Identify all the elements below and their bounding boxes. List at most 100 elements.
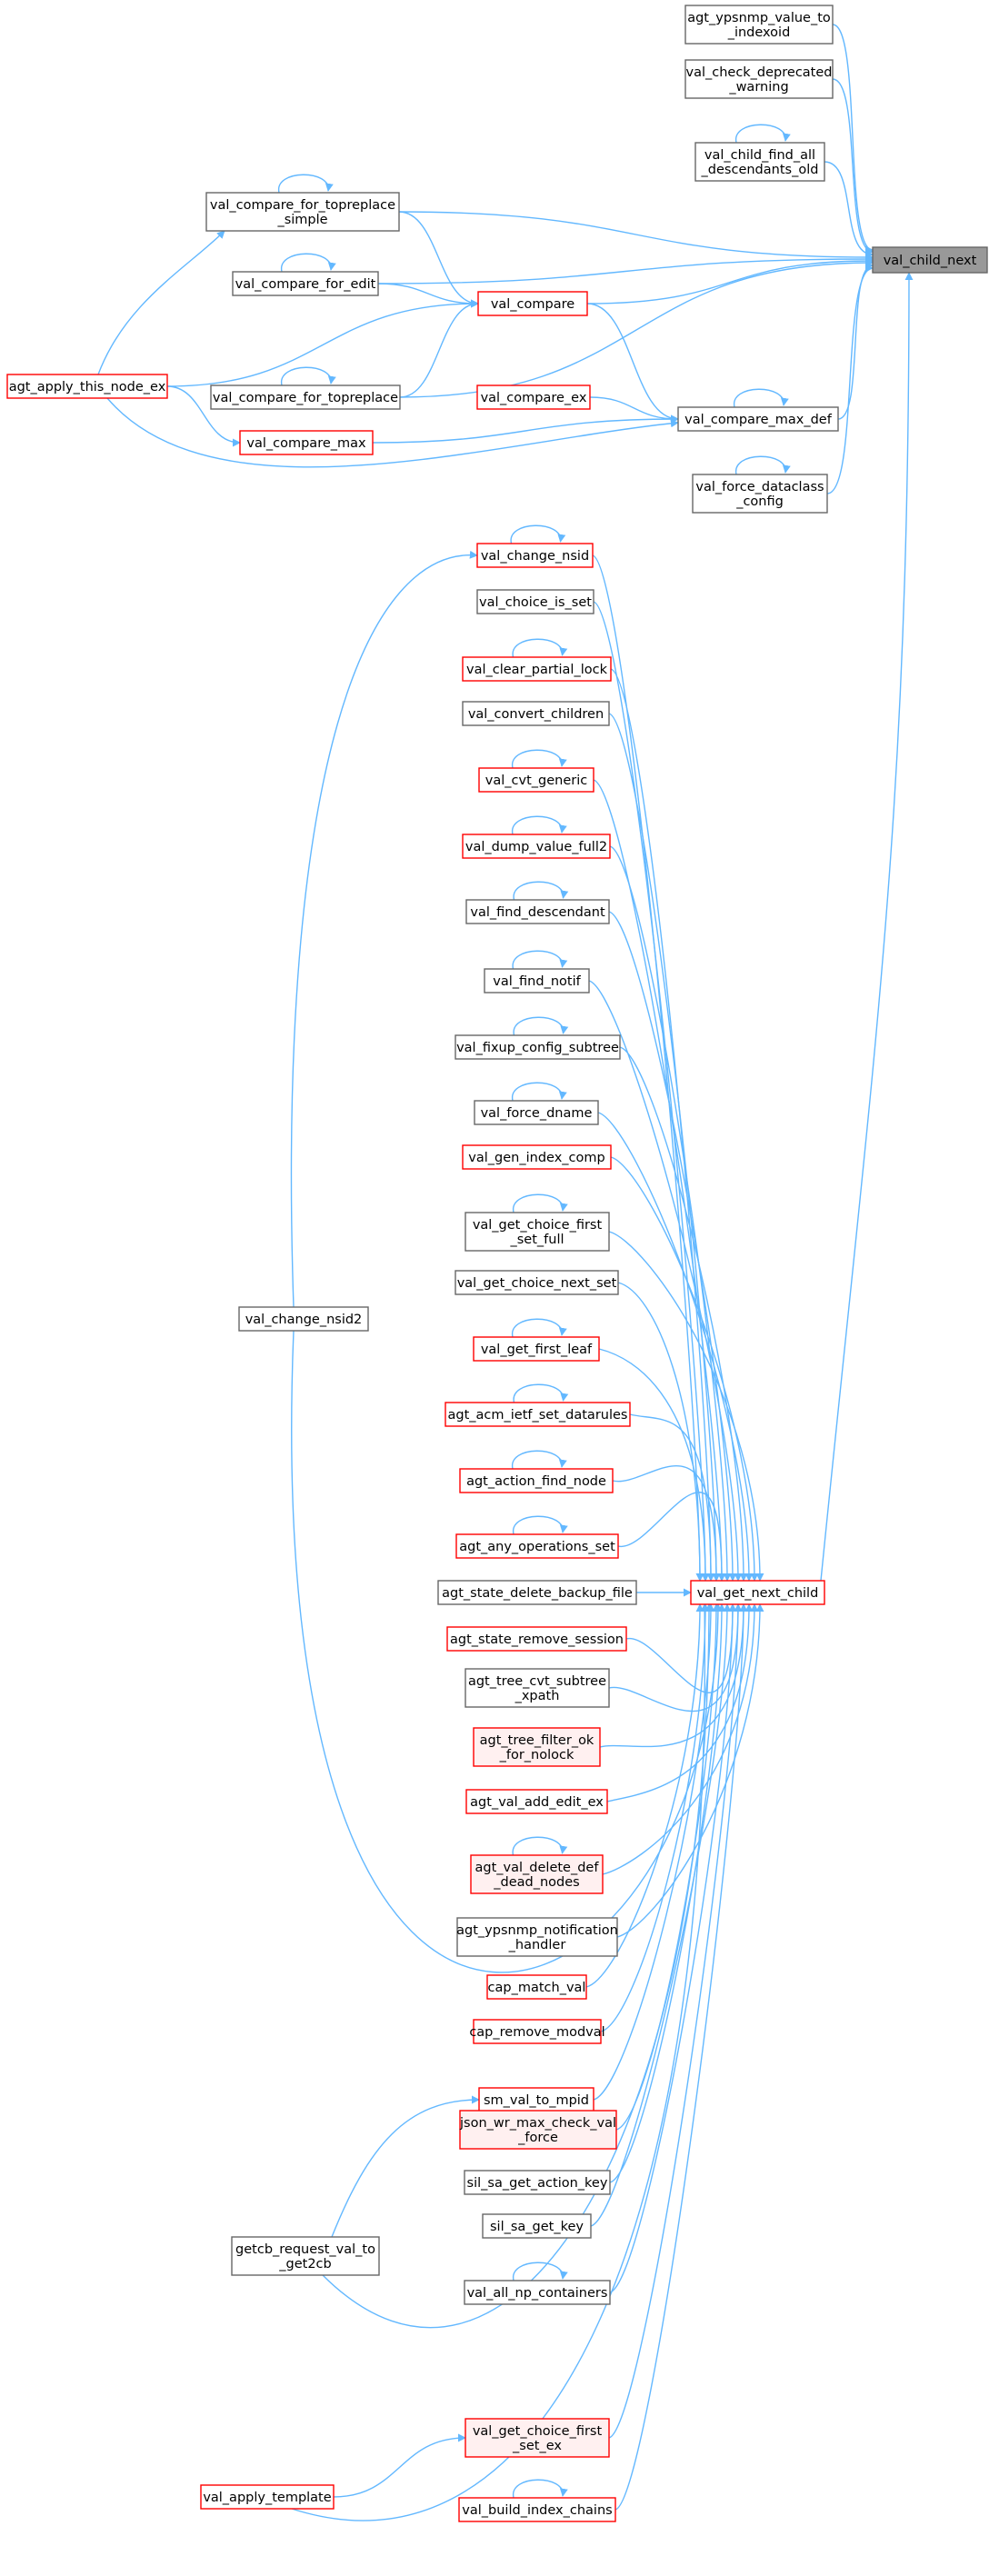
node-label: _warning bbox=[728, 80, 788, 95]
node-val-compare-max[interactable]: val_compare_max bbox=[239, 430, 374, 455]
node-val-apply-template[interactable]: val_apply_template bbox=[200, 2484, 335, 2510]
node-box bbox=[465, 2418, 610, 2458]
node-val-choice-is-set[interactable]: val_choice_is_set bbox=[476, 589, 594, 614]
node-label: val_get_first_leaf bbox=[481, 1343, 593, 1357]
edge-val_check_deprecated_warning-to-val_child_next bbox=[832, 78, 874, 256]
node-box bbox=[210, 384, 401, 410]
node-box bbox=[6, 374, 168, 399]
node-label: _xpath bbox=[514, 1689, 560, 1703]
node-box bbox=[476, 543, 594, 568]
node-agt-ypsnmp-value-to-indexoid[interactable]: agt_ypsnmp_value_to_indexoid bbox=[684, 5, 834, 45]
node-label: val_clear_partial_lock bbox=[466, 663, 608, 677]
node-agt-val-delete-def-dead-nodes[interactable]: agt_val_delete_def_dead_nodes bbox=[470, 1854, 604, 1894]
node-val-get-choice-first-set-ex[interactable]: val_get_choice_first_set_ex bbox=[465, 2418, 610, 2458]
node-val-force-dname[interactable]: val_force_dname bbox=[474, 1100, 599, 1125]
node-val-change-nsid2[interactable]: val_change_nsid2 bbox=[238, 1306, 369, 1332]
edge-val_get_first_leaf-to-val_get_next_child bbox=[598, 1348, 710, 1582]
edge-val_choice_is_set-to-val_get_next_child bbox=[593, 601, 710, 1582]
node-sil-sa-get-action-key[interactable]: sil_sa_get_action_key bbox=[464, 2170, 611, 2195]
edge-sm_val_to_mpid-to-val_get_next_child bbox=[593, 1603, 715, 2101]
node-sil-sa-get-key[interactable]: sil_sa_get_key bbox=[482, 2213, 592, 2239]
edge-val_force_dname-to-val_get_next_child bbox=[597, 1112, 754, 1582]
node-val-all-np-containers[interactable]: val_all_np_containers bbox=[464, 2280, 611, 2305]
edge-val_get_next_child-to-val_child_next bbox=[820, 272, 914, 1582]
node-label: sil_sa_get_key bbox=[490, 2220, 584, 2234]
node-val-convert-children[interactable]: val_convert_children bbox=[462, 701, 610, 726]
node-val-compare-max-def[interactable]: val_compare_max_def bbox=[677, 406, 839, 432]
node-label: agt_state_delete_backup_file bbox=[442, 1586, 633, 1601]
node-val-force-dataclass-config[interactable]: val_force_dataclass_config bbox=[692, 474, 828, 514]
node-box bbox=[238, 1306, 369, 1332]
node-agt-state-remove-session[interactable]: agt_state_remove_session bbox=[446, 1626, 627, 1652]
node-box bbox=[437, 1580, 637, 1605]
node-box bbox=[459, 2110, 617, 2150]
edge-agt_tree_filter_ok_for_nolock-to-val_get_next_child bbox=[599, 1603, 748, 1748]
node-agt-val-add-edit-ex[interactable]: agt_val_add_edit_ex bbox=[465, 1789, 608, 1814]
edge-val_change_nsid-self-loop bbox=[510, 524, 566, 544]
node-agt-acm-ietf-set-datarules[interactable]: agt_acm_ietf_set_datarules bbox=[445, 1402, 631, 1427]
node-label: val_all_np_containers bbox=[467, 2286, 608, 2301]
edge-agt_val_delete_def_dead_nodes-self-loop bbox=[512, 1836, 568, 1856]
node-sm-val-to-mpid[interactable]: sm_val_to_mpid bbox=[478, 2087, 594, 2112]
node-agt-any-operations-set[interactable]: agt_any_operations_set bbox=[455, 1533, 619, 1559]
node-val-compare-for-topreplace-simple[interactable]: val_compare_for_topreplace_simple bbox=[205, 192, 400, 232]
node-label: _handler bbox=[508, 1938, 566, 1952]
node-val-find-descendant[interactable]: val_find_descendant bbox=[465, 899, 610, 924]
node-json-wr-max-check-val-force[interactable]: json_wr_max_check_val_force bbox=[459, 2110, 617, 2150]
node-agt-tree-filter-ok-for-nolock[interactable]: agt_tree_filter_ok_for_nolock bbox=[473, 1727, 601, 1767]
edge-val_build_index_chains-to-val_get_next_child bbox=[614, 1603, 748, 2511]
node-cap-match-val[interactable]: cap_match_val bbox=[486, 1974, 587, 2000]
node-box bbox=[473, 1727, 601, 1767]
node-label: agt_state_remove_session bbox=[450, 1632, 624, 1647]
node-agt-apply-this-node-ex[interactable]: agt_apply_this_node_ex bbox=[6, 374, 168, 399]
node-agt-ypsnmp-notification-handler[interactable]: agt_ypsnmp_notification_handler bbox=[456, 1917, 618, 1957]
node-box bbox=[462, 1144, 612, 1170]
node-val-cvt-generic[interactable]: val_cvt_generic bbox=[478, 767, 594, 793]
node-label: agt_val_delete_def bbox=[475, 1861, 600, 1875]
node-cap-remove-modval[interactable]: cap_remove_modval bbox=[469, 2019, 605, 2044]
node-val-build-index-chains[interactable]: val_build_index_chains bbox=[458, 2497, 616, 2522]
edge-val_convert_children-to-val_get_next_child bbox=[608, 713, 721, 1582]
node-val-child-next[interactable]: val_child_next bbox=[872, 246, 988, 274]
node-label: agt_apply_this_node_ex bbox=[9, 380, 166, 394]
node-box bbox=[462, 701, 610, 726]
edge-val_compare_for_edit-self-loop bbox=[281, 253, 336, 273]
edge-val_fixup_config_subtree-to-val_get_next_child bbox=[619, 1046, 748, 1582]
node-label: _force bbox=[517, 2131, 558, 2145]
node-val-get-next-child[interactable]: val_get_next_child bbox=[690, 1580, 825, 1605]
node-val-compare-ex[interactable]: val_compare_ex bbox=[476, 384, 591, 410]
node-agt-action-find-node[interactable]: agt_action_find_node bbox=[459, 1468, 614, 1493]
node-val-child-find-all-descendants-old[interactable]: val_child_find_all_descendants_old bbox=[694, 142, 825, 182]
node-val-find-notif[interactable]: val_find_notif bbox=[484, 968, 590, 993]
node-box bbox=[872, 246, 988, 274]
node-label: val_choice_is_set bbox=[479, 595, 592, 610]
edge-val_get_choice_first_set_full-self-loop bbox=[513, 1193, 568, 1213]
node-val-get-choice-next-set[interactable]: val_get_choice_next_set bbox=[455, 1270, 619, 1295]
node-val-get-first-leaf[interactable]: val_get_first_leaf bbox=[473, 1336, 600, 1362]
node-label: json_wr_max_check_val bbox=[459, 2116, 616, 2131]
edge-val_compare_max_def-self-loop bbox=[734, 388, 789, 408]
node-val-gen-index-comp[interactable]: val_gen_index_comp bbox=[462, 1144, 612, 1170]
edge-val_compare_for_topreplace-self-loop bbox=[281, 366, 336, 386]
node-label: _set_ex bbox=[512, 2439, 562, 2453]
edge-val_get_choice_first_set_full-to-val_get_next_child bbox=[608, 1231, 764, 1582]
edge-agt_apply_this_node_ex-to-val_compare_max_def bbox=[106, 397, 679, 468]
node-val-compare-for-topreplace[interactable]: val_compare_for_topreplace bbox=[210, 384, 401, 410]
node-getcb-request-val-to-get2cb[interactable]: getcb_request_val_to_get2cb bbox=[231, 2236, 380, 2276]
edge-agt_apply_this_node_ex-to-val_compare_for_topreplace_simple bbox=[97, 230, 225, 375]
node-label: val_build_index_chains bbox=[462, 2503, 612, 2518]
node-val-clear-partial-lock[interactable]: val_clear_partial_lock bbox=[462, 656, 612, 682]
node-agt-state-delete-backup-file[interactable]: agt_state_delete_backup_file bbox=[437, 1580, 637, 1605]
node-val-dump-value-full2[interactable]: val_dump_value_full2 bbox=[462, 834, 611, 859]
node-val-compare[interactable]: val_compare bbox=[477, 291, 588, 316]
node-val-check-deprecated-warning[interactable]: val_check_deprecated_warning bbox=[684, 59, 834, 99]
node-agt-tree-cvt-subtree-xpath[interactable]: agt_tree_cvt_subtree_xpath bbox=[465, 1668, 610, 1708]
edge-sil_sa_get_action_key-to-val_get_next_child bbox=[609, 1603, 726, 2183]
node-val-fixup-config-subtree[interactable]: val_fixup_config_subtree bbox=[455, 1034, 621, 1060]
node-box bbox=[474, 1100, 599, 1125]
node-label: val_find_notif bbox=[493, 974, 581, 989]
node-val-get-choice-first-set-full[interactable]: val_get_choice_first_set_full bbox=[465, 1212, 610, 1252]
node-val-change-nsid[interactable]: val_change_nsid bbox=[476, 543, 594, 568]
node-box bbox=[484, 968, 590, 993]
node-val-compare-for-edit[interactable]: val_compare_for_edit bbox=[232, 271, 379, 296]
